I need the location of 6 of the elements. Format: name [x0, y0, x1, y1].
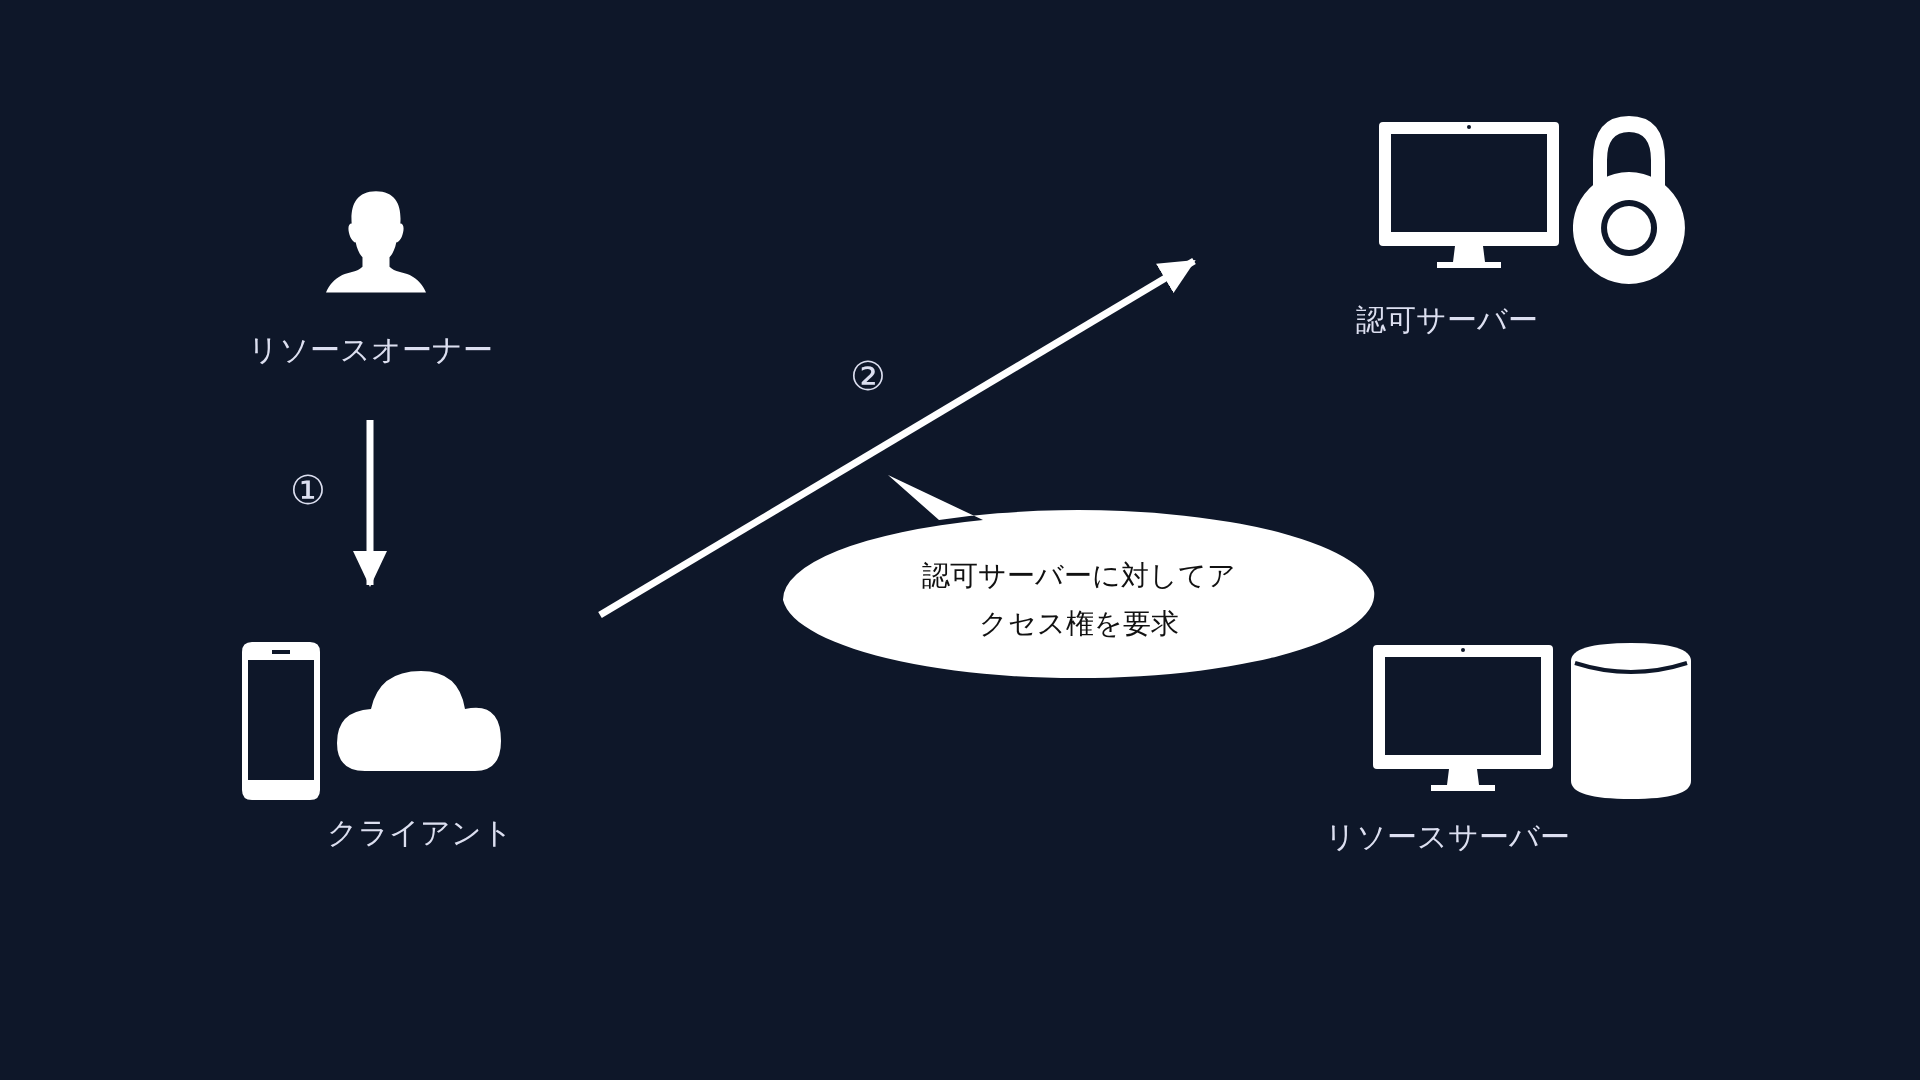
node-label: クライアント [327, 815, 513, 850]
arrow [598, 258, 1196, 618]
bubble-text: 認可サーバーに対してアクセス権を要求 [921, 558, 1237, 642]
node-label: 認可サーバー [1356, 302, 1538, 337]
node-label: リソースサーバー [1324, 819, 1570, 854]
node-label: リソースオーナー [247, 332, 493, 367]
